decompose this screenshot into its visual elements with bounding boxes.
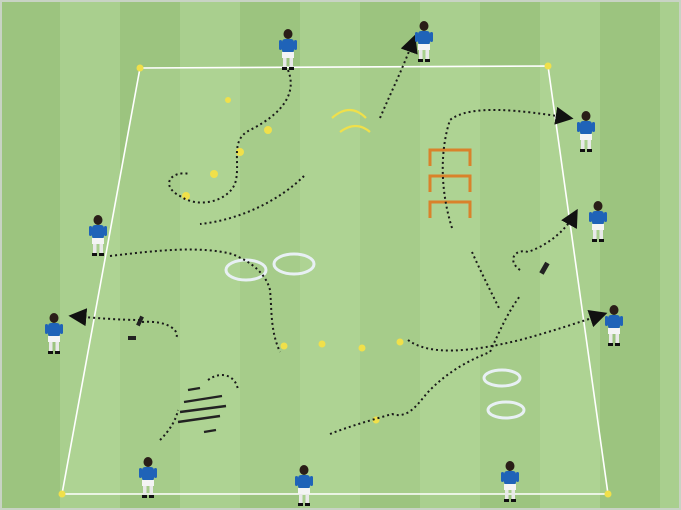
playing-area <box>62 66 608 494</box>
